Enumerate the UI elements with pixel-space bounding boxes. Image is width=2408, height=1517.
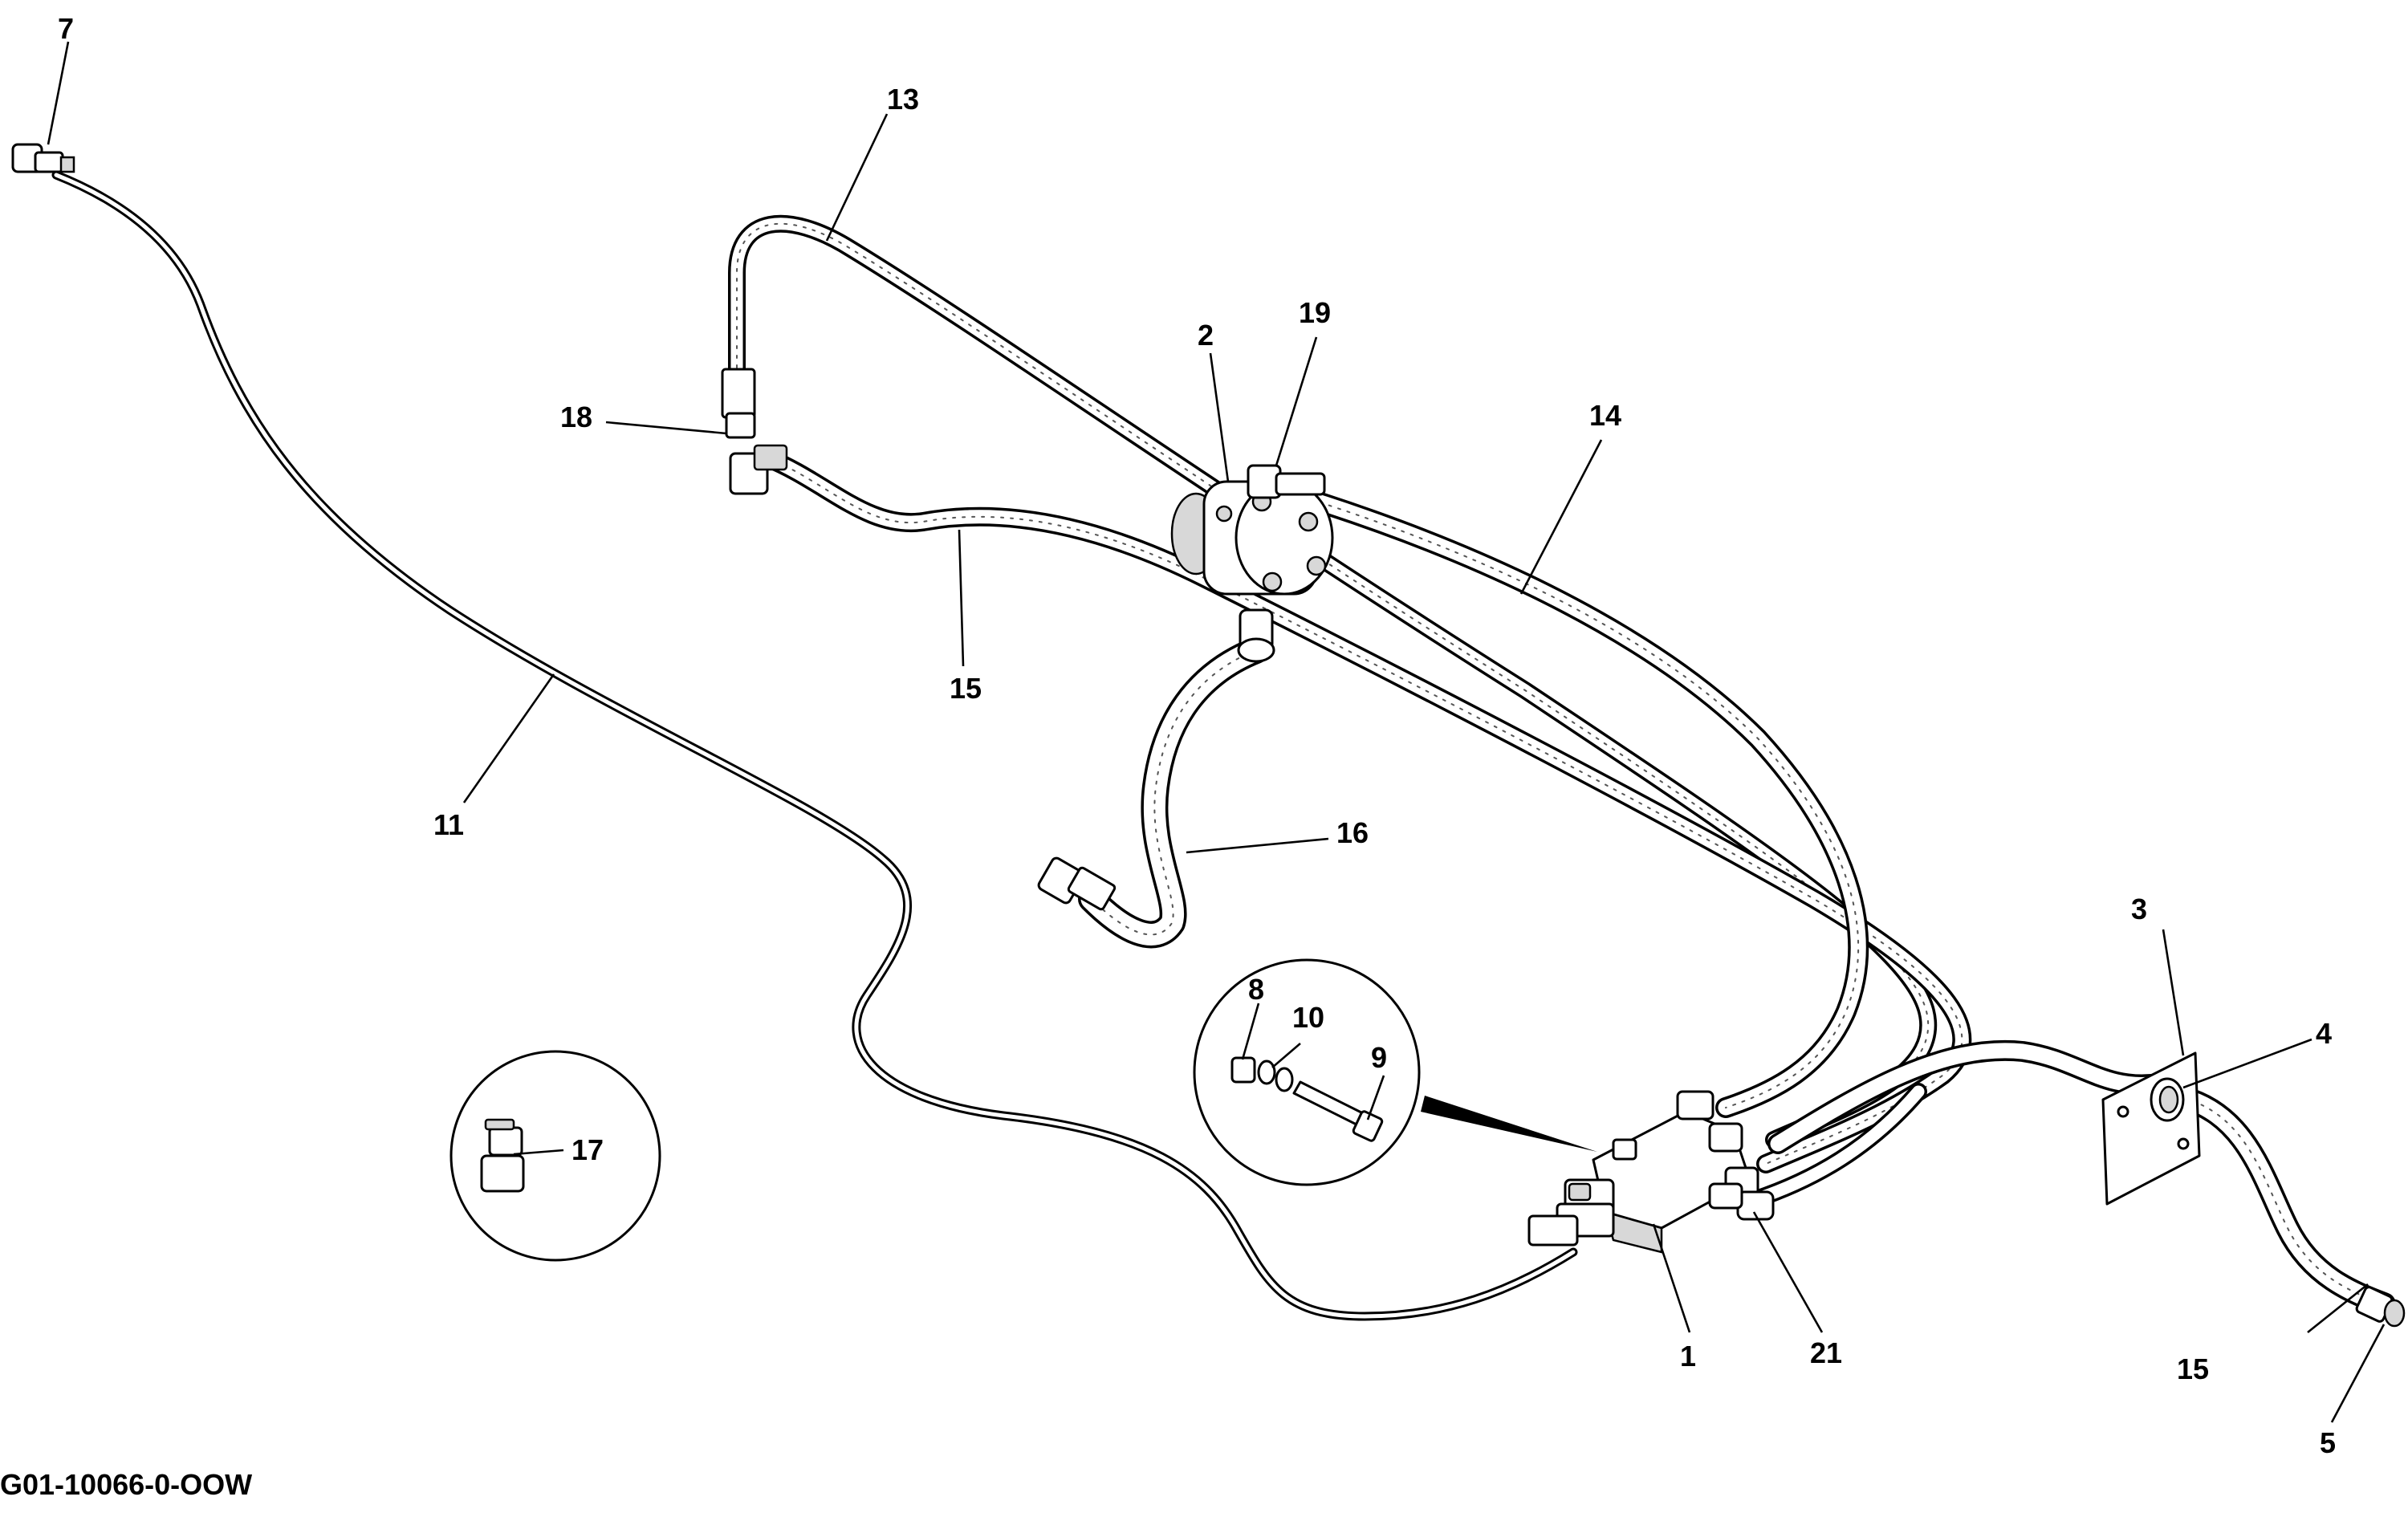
- callout-18: 19: [1299, 296, 1331, 329]
- callout-19: 18: [560, 401, 592, 433]
- callout-16: 16: [1336, 816, 1369, 849]
- hose-16: [1078, 636, 1270, 949]
- callout-8: 8: [1248, 973, 1264, 1006]
- callout-2: 2: [1198, 319, 1214, 352]
- callout-1: 1: [1680, 1340, 1696, 1373]
- callout-labels: 7 13 2 19 14 18 15 11 16 3 4 8 10 9 17 1…: [58, 12, 2336, 1459]
- port-fittings-21: [1708, 1182, 1775, 1221]
- hose-21: [1745, 1083, 1927, 1209]
- hose-15: [2171, 1086, 2396, 1316]
- callout-5: 5: [2320, 1426, 2336, 1459]
- hose-13: [1282, 483, 1869, 1118]
- hose-11: [51, 170, 1578, 1321]
- callout-13: 14: [1589, 399, 1621, 432]
- figure-id: G01-10066-0-OOW: [0, 1468, 252, 1501]
- callout-7: 7: [58, 12, 74, 45]
- elbow-fitting-18: [1247, 464, 1326, 499]
- leader-lines: [47, 41, 2386, 1423]
- fitting-7: [11, 143, 75, 173]
- part-8-spacer: [1230, 1056, 1256, 1084]
- callout-4: 4: [2316, 1017, 2332, 1050]
- hose-to-bulkhead: [1767, 1039, 2170, 1154]
- callout-9: 9: [1371, 1041, 1387, 1074]
- callout-14: 15: [950, 672, 982, 705]
- part-10-washer-b: [1275, 1067, 1294, 1092]
- hose-14: [757, 448, 1972, 1173]
- tee-fitting-19: [721, 368, 788, 495]
- part-10-washer-a: [1257, 1059, 1276, 1085]
- callout-10: 10: [1292, 1001, 1324, 1034]
- hose-12: [728, 214, 1938, 1149]
- callout-15: 15: [2177, 1352, 2209, 1385]
- motor-lower-elbow: [1237, 608, 1275, 663]
- detail-fitting-17: [449, 1050, 661, 1262]
- hoses: [51, 170, 2396, 1321]
- callout-3: 3: [2131, 893, 2147, 925]
- callout-17: 17: [571, 1133, 604, 1166]
- callout-12: 13: [887, 83, 919, 116]
- callout-21: 21: [1810, 1336, 1842, 1369]
- end-fitting-5: [2355, 1286, 2406, 1328]
- detail-hardware-8-9-10: [1193, 958, 1597, 1186]
- hose-16-end-fitting: [1037, 856, 1117, 911]
- bulkhead-nut-4: [2150, 1077, 2185, 1122]
- control-valve-1: [1527, 1090, 1759, 1254]
- part-9-bolt: [1292, 1080, 1384, 1142]
- callout-11: 11: [433, 808, 464, 841]
- hydraulic-motor-2: [1170, 480, 1334, 596]
